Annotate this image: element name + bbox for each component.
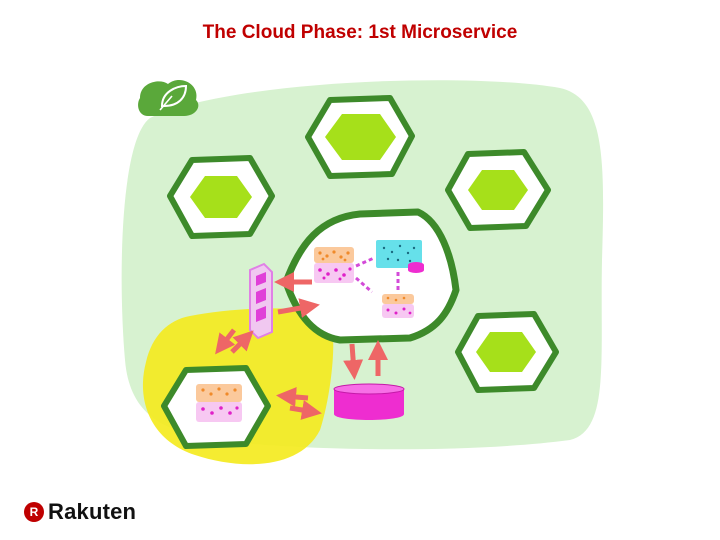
flow-arrows <box>215 272 388 420</box>
brand-name: Rakuten <box>48 499 137 524</box>
service-block-small <box>382 294 414 318</box>
cell-top <box>305 95 415 179</box>
data-store-cyan <box>376 240 424 273</box>
service-block-main <box>314 247 354 283</box>
api-gateway <box>249 262 273 340</box>
spring-leaf-icon <box>138 79 199 116</box>
slide-title: The Cloud Phase: 1st Microservice <box>202 22 518 43</box>
brand-logo: R Rakuten <box>24 496 136 528</box>
database-cylinder <box>333 383 405 420</box>
cell-left <box>167 155 275 239</box>
cell-bottom-right <box>455 311 559 393</box>
brand-mark-icon: R <box>24 502 44 522</box>
cell-right <box>445 149 551 231</box>
internal-connectors <box>355 256 400 294</box>
new-microservice-cell <box>161 365 271 449</box>
